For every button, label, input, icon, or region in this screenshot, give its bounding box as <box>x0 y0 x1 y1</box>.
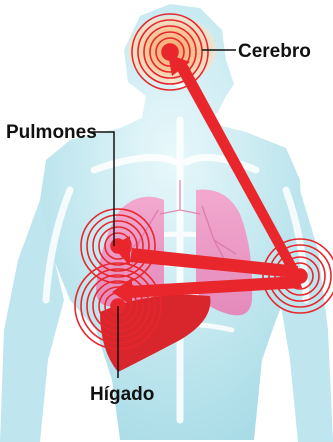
label-liver: Hígado <box>90 384 154 405</box>
label-lungs: Pulmones <box>6 122 97 143</box>
label-brain: Cerebro <box>238 41 311 62</box>
target-ripple-icon <box>132 14 208 90</box>
